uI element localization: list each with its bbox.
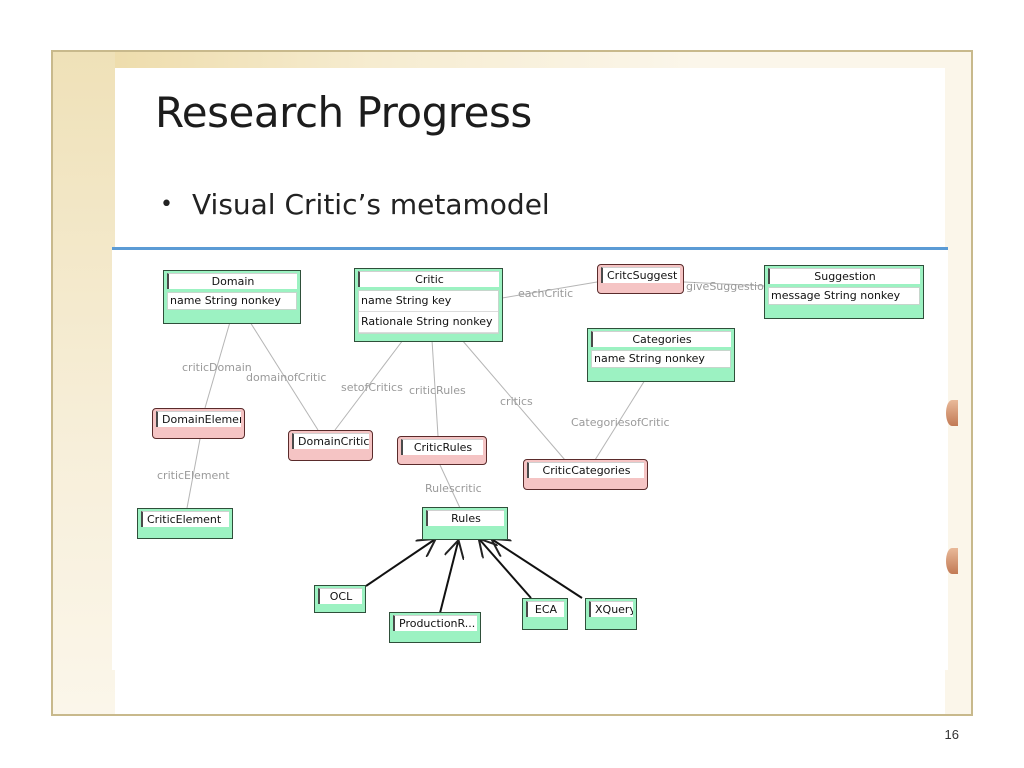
class-attribute: name String nonkey [591,350,731,368]
class-critic-categories[interactable]: CriticCategories [523,459,648,490]
class-suggestion[interactable]: Suggestion message String nonkey [764,265,924,319]
separator-line [112,247,948,250]
class-title: CriticRules [401,439,483,455]
page-number: 16 [944,727,959,742]
class-domain[interactable]: Domain name String nonkey [163,270,301,324]
class-critc-suggest[interactable]: CritcSuggest [597,264,684,294]
class-rules[interactable]: Rules [422,507,508,540]
class-title: ECA [526,601,564,617]
class-title: DomainElement [156,411,241,427]
class-production-rules[interactable]: ProductionR... [389,612,481,643]
right-edge-decoration [946,380,964,620]
class-title: OCL [318,588,362,604]
class-title: XQuery [589,601,633,617]
class-title: Categories [591,331,731,347]
class-title: CriticCategories [527,462,644,478]
left-decoration-strip [53,52,115,714]
class-attribute-list: name String key Rationale String nonkey [358,290,499,334]
class-critic[interactable]: Critic name String key Rationale String … [354,268,503,342]
class-attribute: name String key [359,291,498,312]
decoration-shape [946,548,958,574]
class-eca[interactable]: ECA [522,598,568,630]
class-ocl[interactable]: OCL [314,585,366,613]
bullet-text: Visual Critic’s metamodel [192,188,550,221]
class-attribute: message String nonkey [768,287,920,305]
class-attribute: name String nonkey [167,292,297,310]
class-xquery[interactable]: XQuery [585,598,637,630]
class-categories[interactable]: Categories name String nonkey [587,328,735,382]
bullet-item: • Visual Critic’s metamodel [160,188,550,221]
class-title: Suggestion [768,268,920,284]
class-title: DomainCritic [292,433,369,449]
class-title: Critic [358,271,499,287]
class-domain-critic[interactable]: DomainCritic [288,430,373,461]
slide-title: Research Progress [155,88,532,137]
class-critic-rules[interactable]: CriticRules [397,436,487,465]
class-domain-element[interactable]: DomainElement [152,408,245,439]
class-title: Rules [426,510,504,526]
class-critic-element[interactable]: CriticElement [137,508,233,539]
decoration-shape [946,400,958,426]
class-title: ProductionR... [393,615,477,631]
class-attribute: Rationale String nonkey [359,312,498,333]
class-title: CritcSuggest [601,267,680,283]
bullet-dot-icon: • [160,192,173,217]
class-title: Domain [167,273,297,289]
class-title: CriticElement [141,511,229,527]
